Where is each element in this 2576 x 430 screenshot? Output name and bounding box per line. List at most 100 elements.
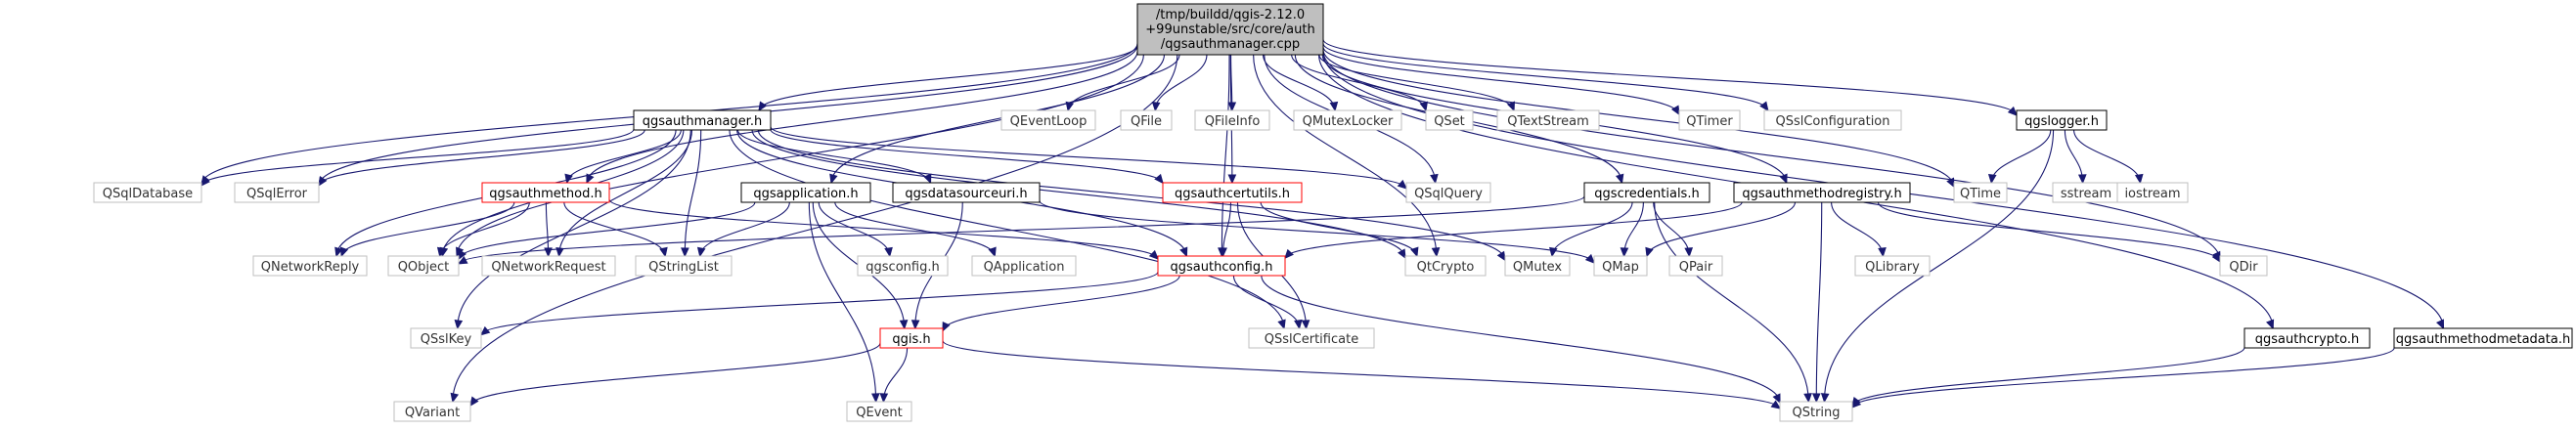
arrowhead-QSslCertificate bbox=[1294, 319, 1303, 330]
arrowhead-QSslKey bbox=[454, 319, 464, 330]
node-root[interactable]: /tmp/buildd/qgis-2.12.0+99unstable/src/c… bbox=[1136, 3, 1324, 56]
arrowhead-qgis_h bbox=[899, 320, 909, 330]
node-qgsconfig-h: qgsconfig.h bbox=[857, 255, 949, 277]
edge-qgis_h-to-QString bbox=[942, 340, 1781, 409]
node-qgsauthmethodmetadata-h[interactable]: qgsauthmethodmetadata.h bbox=[2393, 327, 2573, 349]
node-qgsdatasourceuri-h[interactable]: qgsdatasourceuri.h bbox=[892, 182, 1041, 203]
node-QString: QString bbox=[1779, 401, 1853, 422]
node-QtCrypto: QtCrypto bbox=[1404, 255, 1487, 277]
node-label: QNetworkRequest bbox=[491, 260, 605, 275]
node-box bbox=[93, 182, 202, 203]
arrowhead-QObject bbox=[457, 255, 468, 265]
edge-qgscredentials_h-to-QMutex bbox=[1551, 201, 1633, 257]
arrowhead-QtCrypto bbox=[1431, 247, 1441, 258]
node-box bbox=[857, 255, 949, 277]
edge-root-to-qgsapplication_h bbox=[830, 54, 1165, 184]
arrowhead-QSqlQuery bbox=[1397, 179, 1408, 190]
edge-qgis_h-to-QVariant bbox=[469, 342, 881, 407]
node-QSslKey: QSslKey bbox=[410, 327, 482, 349]
arrowhead-QtCrypto bbox=[1410, 246, 1419, 258]
arrowhead-QSslConfiguration bbox=[1759, 101, 1769, 112]
edge-root-to-QTextStream bbox=[1318, 54, 1515, 111]
node-QPair: QPair bbox=[1668, 255, 1723, 277]
arrowhead-QSet bbox=[1419, 101, 1428, 112]
node-QDir: QDir bbox=[2219, 255, 2268, 277]
edge-root-to-QSslConfiguration bbox=[1322, 43, 1769, 111]
node-label: QApplication bbox=[984, 260, 1065, 275]
arrowhead-QSqlQuery bbox=[1430, 173, 1439, 185]
node-qgscredentials-h[interactable]: qgscredentials.h bbox=[1583, 182, 1710, 203]
arrowhead-sstream bbox=[2077, 174, 2087, 185]
edge-qgsauthmanager_h-to-QStringList bbox=[684, 129, 702, 257]
edge-qgsauthcertutils_h-to-QtCrypto bbox=[1260, 201, 1418, 257]
node-label: QSslKey bbox=[421, 332, 472, 347]
node-qgslogger-h[interactable]: qgslogger.h bbox=[2016, 109, 2108, 131]
node-label: qgsauthmanager.h bbox=[643, 114, 762, 129]
arrowhead-QStringList bbox=[696, 246, 706, 258]
arrowhead-QString bbox=[1851, 398, 1862, 408]
edge-qgsapplication_h-to-QApplication bbox=[834, 201, 996, 257]
node-label: QTextStream bbox=[1507, 114, 1589, 129]
root-label-line: +99unstable/src/core/auth bbox=[1145, 22, 1314, 37]
node-QSet: QSet bbox=[1425, 109, 1474, 131]
arrowhead-qgsauthmethodmetadata_h bbox=[2435, 319, 2445, 330]
arrowhead-QVariant bbox=[450, 392, 460, 404]
node-QMutexLocker: QMutexLocker bbox=[1293, 109, 1402, 131]
node-QLibrary: QLibrary bbox=[1854, 255, 1931, 277]
node-qgsauthmanager-h[interactable]: qgsauthmanager.h bbox=[633, 109, 772, 131]
arrowhead-QApplication bbox=[988, 246, 997, 258]
node-box bbox=[2116, 182, 2189, 203]
arrowhead-QVariant bbox=[469, 396, 479, 408]
edge-root-to-QTime bbox=[1322, 49, 1955, 188]
arrowhead-QTextStream bbox=[1506, 101, 1516, 112]
edge-qgsauthmethodregistry_h-to-QMap bbox=[1646, 201, 1797, 257]
node-box bbox=[1953, 182, 2008, 203]
node-label: QPair bbox=[1679, 260, 1713, 275]
arrowhead-QString bbox=[1811, 393, 1821, 404]
arrowhead-qgis_h bbox=[910, 320, 920, 330]
edge-qgsauthmethodregistry_h-to-QString bbox=[1815, 201, 1823, 403]
node-qgis-h[interactable]: qgis.h bbox=[879, 327, 944, 349]
edge-qgsauthmethodmetadata_h-to-QString bbox=[1851, 347, 2395, 408]
arrowhead-qgsdatasourceuri_h bbox=[923, 173, 932, 185]
node-label: QMap bbox=[1602, 260, 1639, 275]
node-label: QNetworkReply bbox=[261, 260, 360, 275]
node-QMap: QMap bbox=[1593, 255, 1648, 277]
arrowhead-QSslCertificate bbox=[1277, 319, 1286, 330]
node-qgsauthmethod-h[interactable]: qgsauthmethod.h bbox=[481, 182, 610, 203]
node-qgsauthconfig-h[interactable]: qgsauthconfig.h bbox=[1157, 255, 1286, 277]
edge-root-to-QEventLoop bbox=[1067, 54, 1180, 111]
arrowhead-QEvent bbox=[870, 393, 880, 404]
node-qgsauthmethodregistry-h[interactable]: qgsauthmethodregistry.h bbox=[1733, 182, 1911, 203]
edge-qgsauthmethod_h-to-QObject bbox=[439, 201, 530, 257]
arrowhead-QLibrary bbox=[1878, 247, 1887, 258]
edge-root-to-QTimer bbox=[1322, 46, 1680, 115]
edge-qgsauthcrypto_h-to-QString bbox=[1851, 347, 2245, 407]
node-label: qgsauthmethodregistry.h bbox=[1742, 187, 1901, 201]
arrowhead-qgsauthcrypto_h bbox=[2266, 319, 2275, 330]
root-label-line: /tmp/buildd/qgis-2.12.0 bbox=[1156, 8, 1305, 22]
arrowhead-QTimer bbox=[1670, 105, 1680, 116]
arrowhead-qgsauthconfig_h bbox=[1219, 247, 1227, 258]
arrowhead-QDir bbox=[2211, 252, 2221, 263]
node-box bbox=[1504, 255, 1571, 277]
arrowhead-QString bbox=[1820, 393, 1830, 404]
node-qgsauthcertutils-h[interactable]: qgsauthcertutils.h bbox=[1162, 182, 1303, 203]
arrowhead-qgsauthconfig_h bbox=[1148, 249, 1159, 260]
node-label: qgsauthcrypto.h bbox=[2255, 332, 2359, 347]
node-box bbox=[252, 255, 368, 277]
node-label: QStringList bbox=[648, 260, 719, 275]
arrowhead-QNetworkReply bbox=[334, 246, 343, 258]
node-label: sstream bbox=[2061, 187, 2111, 201]
node-qgsauthcrypto-h[interactable]: qgsauthcrypto.h bbox=[2243, 327, 2371, 349]
node-box bbox=[2219, 255, 2268, 277]
node-QMutex: QMutex bbox=[1504, 255, 1571, 277]
arrowhead-QMap bbox=[1584, 253, 1595, 264]
edge-qgscredentials_h-to-QString bbox=[1654, 201, 1809, 403]
arrowhead-QFileInfo bbox=[1227, 102, 1237, 112]
node-label: QVariant bbox=[405, 406, 460, 420]
node-qgsapplication-h[interactable]: qgsapplication.h bbox=[740, 182, 871, 203]
node-label: qgslogger.h bbox=[2024, 114, 2099, 129]
node-label: QSqlQuery bbox=[1414, 187, 1483, 201]
node-box bbox=[846, 401, 912, 422]
